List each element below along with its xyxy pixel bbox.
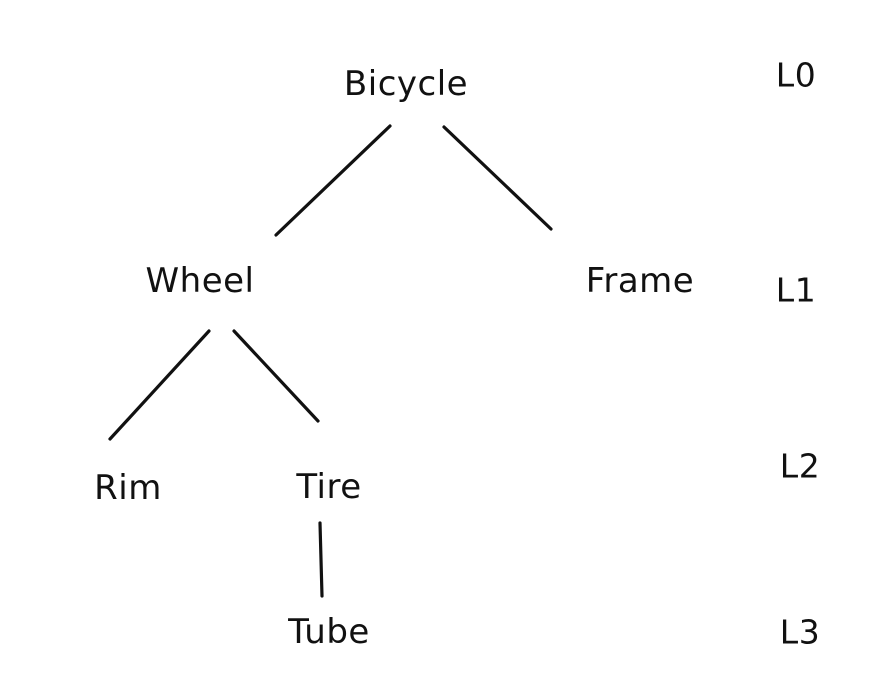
node-wheel[interactable]: Wheel bbox=[145, 261, 255, 301]
node-tube[interactable]: Tube bbox=[288, 612, 370, 652]
edge-bicycle-to-wheel bbox=[274, 124, 392, 237]
node-tire[interactable]: Tire bbox=[296, 467, 362, 507]
node-frame[interactable]: Frame bbox=[585, 261, 695, 301]
edge-tire-to-tube bbox=[318, 521, 324, 598]
edge-wheel-to-rim bbox=[108, 329, 211, 441]
level-label-l0: L0 bbox=[775, 55, 817, 95]
edge-wheel-to-tire bbox=[232, 329, 320, 423]
node-rim[interactable]: Rim bbox=[94, 468, 162, 508]
level-label-l2: L2 bbox=[779, 446, 821, 486]
level-label-l3: L3 bbox=[779, 612, 821, 652]
level-label-l1: L1 bbox=[775, 270, 817, 310]
edge-bicycle-to-frame bbox=[442, 125, 553, 231]
node-bicycle[interactable]: Bicycle bbox=[343, 64, 469, 104]
